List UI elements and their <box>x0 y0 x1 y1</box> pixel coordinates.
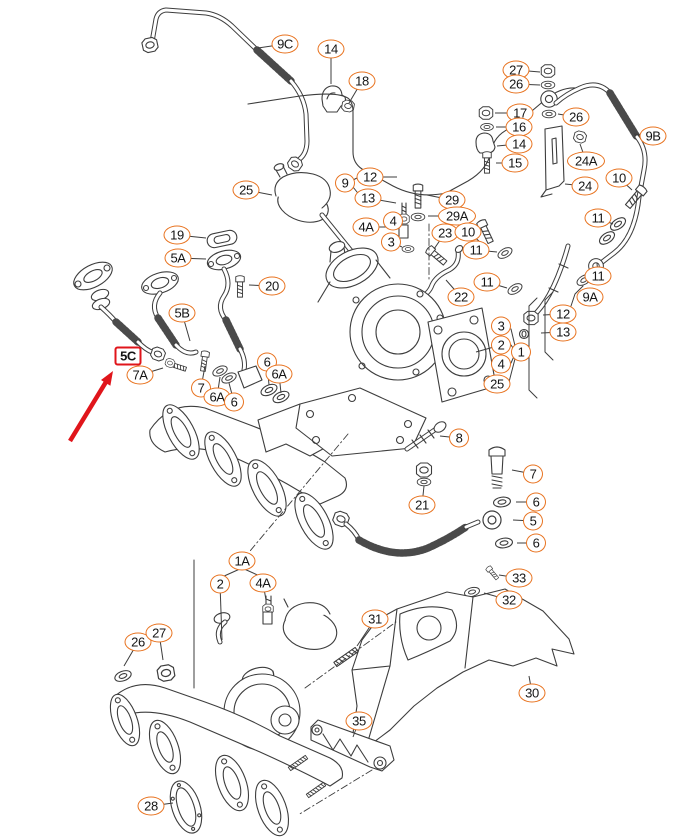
callout-30[interactable]: 30 <box>518 683 546 703</box>
callout-33[interactable]: 33 <box>505 568 533 588</box>
callout-26[interactable]: 26 <box>562 107 590 127</box>
callout-24[interactable]: 24 <box>571 176 599 196</box>
drain-hose-art <box>331 446 514 557</box>
callout-3[interactable]: 3 <box>491 316 511 336</box>
callout-6a[interactable]: 6A <box>265 364 293 384</box>
callout-9a[interactable]: 9A <box>576 287 604 307</box>
group-brace-art <box>508 291 554 399</box>
callout-11[interactable]: 11 <box>473 272 501 292</box>
left-pipes-art <box>73 229 292 406</box>
callout-25[interactable]: 25 <box>483 374 511 394</box>
callout-5b[interactable]: 5B <box>168 303 196 323</box>
highlight-arrow <box>68 375 111 443</box>
callout-13[interactable]: 13 <box>549 322 577 342</box>
callout-7[interactable]: 7 <box>523 464 543 484</box>
clamp-and-nut-art <box>321 85 356 113</box>
callout-12[interactable]: 12 <box>549 304 577 324</box>
callout-16[interactable]: 16 <box>505 117 533 137</box>
support-rail-art <box>297 719 395 816</box>
callout-1[interactable]: 1 <box>511 342 531 362</box>
bolt8-nut21-art <box>404 421 447 487</box>
callout-10[interactable]: 10 <box>454 222 482 242</box>
turbocharger-art <box>295 202 497 457</box>
callout-22[interactable]: 22 <box>447 287 475 307</box>
callout-6a[interactable]: 6A <box>203 387 231 407</box>
callout-6[interactable]: 6 <box>526 533 546 553</box>
callout-29a[interactable]: 29A <box>438 206 476 226</box>
callout-9c[interactable]: 9C <box>271 34 299 54</box>
stud-31-art <box>304 621 397 689</box>
callout-24a[interactable]: 24A <box>567 151 605 171</box>
callout-20[interactable]: 20 <box>258 276 286 296</box>
callout-31[interactable]: 31 <box>361 609 389 629</box>
callout-13[interactable]: 13 <box>354 188 382 208</box>
callout-1a[interactable]: 1A <box>228 551 256 571</box>
callout-6[interactable]: 6 <box>526 492 546 512</box>
callout-25[interactable]: 25 <box>232 180 260 200</box>
callout-7a[interactable]: 7A <box>126 365 154 385</box>
callout-8[interactable]: 8 <box>449 428 469 448</box>
oil-supply-pipe-art <box>140 7 310 174</box>
callout-10[interactable]: 10 <box>605 168 633 188</box>
callout-35[interactable]: 35 <box>345 711 373 731</box>
callout-2[interactable]: 2 <box>491 335 511 355</box>
callout-11[interactable]: 11 <box>462 240 490 260</box>
callout-9[interactable]: 9 <box>335 173 355 193</box>
callout-5c[interactable]: 5C <box>114 346 142 366</box>
callout-9b[interactable]: 9B <box>639 126 667 146</box>
highlight-arrowhead <box>100 371 113 386</box>
callout-4[interactable]: 4 <box>491 354 511 374</box>
callout-18[interactable]: 18 <box>348 71 376 91</box>
return-pipe-9b-art <box>540 64 649 289</box>
callout-19[interactable]: 19 <box>163 225 191 245</box>
callout-15[interactable]: 15 <box>501 153 529 173</box>
callout-14[interactable]: 14 <box>317 39 345 59</box>
callout-27[interactable]: 27 <box>145 623 173 643</box>
callout-28[interactable]: 28 <box>137 796 165 816</box>
callout-2[interactable]: 2 <box>210 574 230 594</box>
callout-26[interactable]: 26 <box>124 632 152 652</box>
callout-4[interactable]: 4 <box>383 211 403 231</box>
callout-5a[interactable]: 5A <box>164 248 192 268</box>
callout-6[interactable]: 6 <box>224 392 244 412</box>
bracket-24-art <box>540 125 588 198</box>
callout-21[interactable]: 21 <box>408 495 436 515</box>
callout-3[interactable]: 3 <box>381 232 401 252</box>
heat-shield-art <box>351 588 575 749</box>
callout-4a[interactable]: 4A <box>249 573 277 593</box>
callout-26[interactable]: 26 <box>502 74 530 94</box>
fastener-column-art <box>475 106 496 174</box>
callout-5[interactable]: 5 <box>523 511 543 531</box>
callout-4a[interactable]: 4A <box>352 217 380 237</box>
callout-14[interactable]: 14 <box>505 134 533 154</box>
lower-assembly-art <box>109 595 344 837</box>
callout-23[interactable]: 23 <box>431 223 459 243</box>
callout-12[interactable]: 12 <box>356 167 384 187</box>
callout-11[interactable]: 11 <box>584 266 612 286</box>
callout-32[interactable]: 32 <box>495 590 523 610</box>
callout-11[interactable]: 11 <box>584 208 612 228</box>
